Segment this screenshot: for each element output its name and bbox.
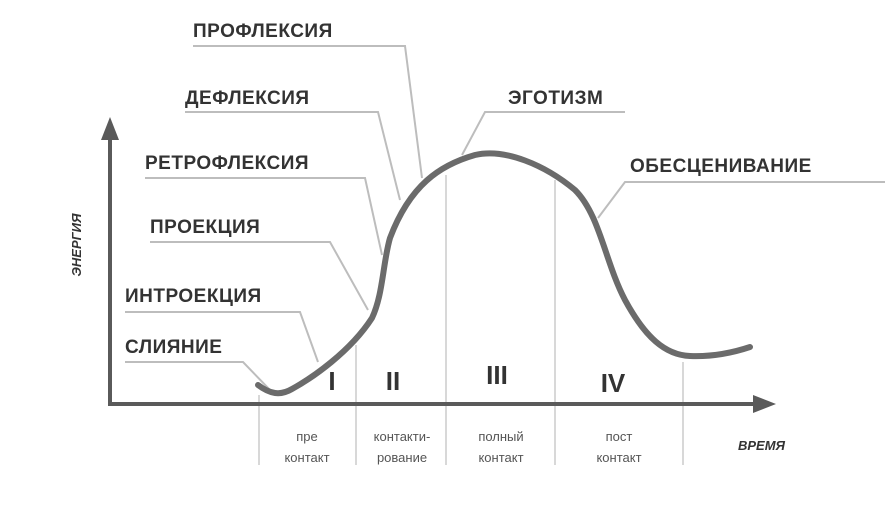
stage-2-line2: рование (377, 450, 427, 465)
energy-curve (255, 150, 753, 397)
label-introekcia: ИНТРОЕКЦИЯ (125, 286, 262, 307)
stage-numeral-3: III (486, 360, 508, 390)
leader-proflexia (193, 45, 423, 179)
stage-numeral-2: II (386, 366, 400, 396)
y-axis-arrow-icon (101, 117, 119, 140)
x-axis-arrow-icon (753, 395, 776, 413)
label-proekcia: ПРОЕКЦИЯ (150, 217, 260, 238)
stage-numeral-4: IV (601, 368, 626, 398)
leader-deflexia (185, 111, 401, 201)
stage-1-line2: контакт (284, 450, 329, 465)
leader-obescenivanie (597, 181, 885, 219)
label-deflexia: ДЕФЛЕКСИЯ (185, 88, 310, 109)
leader-egotizm (461, 111, 625, 156)
stage-1-line1: пре (296, 429, 318, 444)
stage-4-line1: пост (606, 429, 633, 444)
x-axis-label: время (738, 438, 786, 453)
stage-3-line1: полный (478, 429, 523, 444)
label-proflexia: ПРОФЛЕКСИЯ (193, 21, 333, 42)
y-axis-label: энергия (69, 213, 84, 276)
stage-numeral-1: I (328, 366, 335, 396)
label-obescenivanie: ОБЕСЦЕНИВАНИЕ (630, 156, 812, 177)
stage-4-line2: контакт (596, 450, 641, 465)
stage-2-line1: контакти- (374, 429, 431, 444)
leader-proekcia (150, 241, 369, 311)
label-sliyanie: СЛИЯНИЕ (125, 337, 222, 358)
leader-retroflexia (145, 177, 383, 256)
label-retroflexia: РЕТРОФЛЕКСИЯ (145, 153, 309, 174)
leader-sliyanie (125, 361, 271, 391)
label-egotizm: ЭГОТИЗМ (508, 88, 603, 109)
leader-introekcia (125, 311, 319, 363)
stage-3-line2: контакт (478, 450, 523, 465)
